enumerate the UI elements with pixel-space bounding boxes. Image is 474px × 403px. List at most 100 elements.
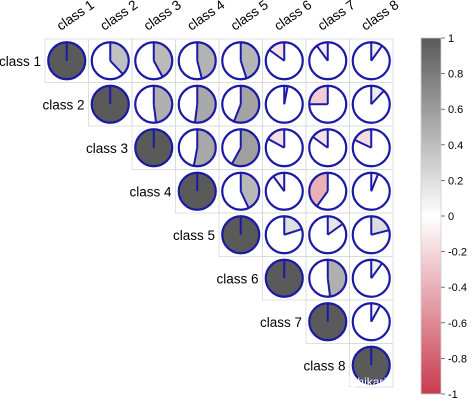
pie-end-line: [267, 137, 285, 149]
pie-cell: [308, 41, 348, 81]
colorbar-tick-label: 0.6: [448, 104, 463, 116]
pie-end-line: [272, 175, 286, 192]
pie-end-line: [283, 85, 289, 105]
pie-end-line: [370, 90, 385, 105]
pie-end-line: [316, 190, 329, 207]
pie-end-line: [192, 147, 199, 167]
pie-end-line: [233, 103, 242, 122]
colorbar-tick-label: 0.8: [448, 69, 463, 81]
pie-slice: [197, 42, 216, 79]
pie-cell: [264, 84, 304, 124]
pie-cell: [351, 128, 391, 168]
pie-cell: [351, 84, 391, 124]
pie-end-line: [316, 45, 329, 62]
pie-end-line: [370, 45, 383, 62]
pie-cell: [90, 41, 130, 81]
pie-outline: [264, 128, 304, 168]
pie-outline: [264, 215, 304, 255]
pie-outline: [177, 128, 217, 168]
pie-cell: [264, 128, 304, 168]
row-label: class 8: [303, 358, 345, 373]
pie-outline: [221, 215, 261, 255]
pie-outline: [177, 171, 217, 211]
pie-end-line: [370, 173, 379, 192]
watermark-text: 知乎 @hikari: [318, 375, 386, 389]
colorbar-tick-label: 0.4: [448, 140, 463, 152]
pie-outline: [308, 215, 348, 255]
pie-end-line: [196, 60, 203, 79]
pie-outline: [134, 128, 174, 168]
pie-outline: [308, 84, 348, 124]
pie-end-line: [370, 262, 383, 279]
pie-end-line: [326, 278, 332, 297]
pie-end-line: [152, 60, 164, 78]
pie-cell: [351, 345, 391, 385]
row-label: class 3: [86, 141, 128, 156]
pie-end-line: [312, 136, 329, 149]
pie-end-line: [354, 138, 372, 149]
colorbar: 10.80.60.40.20-0.2-0.4-0.6-0.8-1: [420, 33, 467, 401]
pie-end-line: [193, 104, 199, 123]
pie-outline: [308, 258, 348, 298]
pie-outline: [264, 258, 304, 298]
row-label: class 5: [173, 228, 215, 243]
pie-cell: [134, 41, 174, 81]
pie-outline: [90, 41, 130, 81]
colorbar-tick-label: 0.2: [448, 175, 463, 187]
pie-end-line: [230, 147, 242, 165]
pie-cell: [308, 84, 348, 124]
pie-outline: [351, 128, 391, 168]
grid-cell: [349, 343, 394, 388]
pie-slice: [153, 85, 173, 123]
pie-slice: [309, 172, 328, 207]
pie-cell: [308, 215, 348, 255]
pie-outline: [351, 84, 391, 124]
pie-slice: [309, 85, 328, 105]
pie-end-line: [239, 190, 250, 209]
pie-slice: [194, 85, 216, 123]
pie-outline: [351, 171, 391, 211]
pie-cell: [308, 258, 348, 298]
pie-cell: [308, 171, 348, 211]
pie-outline: [221, 84, 261, 124]
row-label: class 6: [216, 271, 258, 286]
pie-outline: [308, 171, 348, 211]
pie-cell: [221, 171, 261, 211]
column-label: class 8: [358, 0, 401, 33]
pie-slice: [231, 129, 260, 167]
row-label: class 7: [260, 315, 302, 330]
pie-cell: [177, 128, 217, 168]
pie-cell: [308, 128, 348, 168]
pie-cell: [264, 171, 304, 211]
pie-cell: [264, 215, 304, 255]
pie-outline: [90, 84, 130, 124]
pie-cell: [177, 84, 217, 124]
pie-outline: [221, 41, 261, 81]
pie-cell: [134, 128, 174, 168]
colorbar-tick-label: -0.4: [448, 282, 467, 294]
pie-outline: [351, 302, 391, 342]
pie-cell: [264, 41, 304, 81]
pie-cell: [221, 215, 261, 255]
row-label: class 2: [42, 97, 84, 112]
colorbar-tick-label: -0.2: [448, 247, 467, 259]
pie-outline: [308, 41, 348, 81]
pie-layer: [47, 41, 391, 385]
pie-cell: [264, 258, 304, 298]
pie-slice: [327, 259, 347, 297]
pie-cell: [177, 41, 217, 81]
column-label: class 5: [228, 0, 271, 33]
pie-end-line: [327, 223, 344, 236]
pie-end-line: [268, 49, 285, 62]
pie-outline: [47, 41, 87, 81]
pie-cell: [308, 302, 348, 342]
pie-outline: [351, 41, 391, 81]
column-label: class 7: [315, 0, 358, 33]
pie-outline: [351, 215, 391, 255]
pie-slice: [371, 216, 390, 235]
colorbar-tick-label: -1: [448, 389, 458, 401]
pie-cell: [351, 41, 391, 81]
